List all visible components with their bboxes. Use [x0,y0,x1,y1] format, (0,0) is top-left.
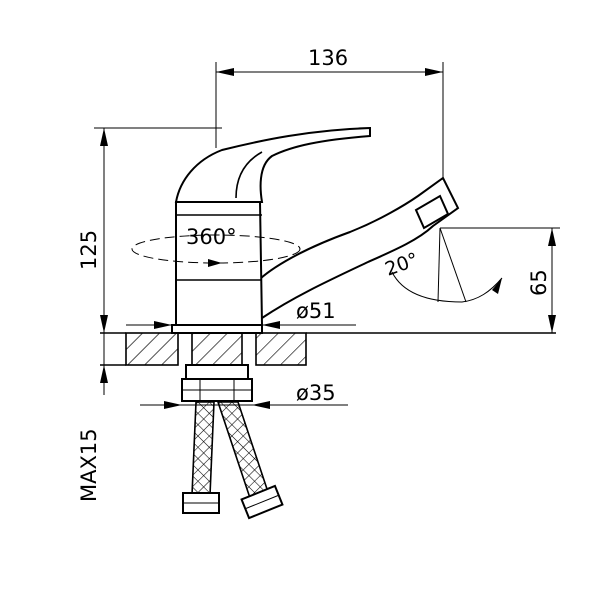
width-label: 136 [308,46,348,70]
dimension-lines [94,62,560,409]
supply-hoses [182,401,284,520]
rotation-label: 360° [186,225,237,249]
base-diameter-label: ø51 [296,299,336,323]
thread-diameter-label: ø35 [296,381,336,405]
faucet-base [171,324,263,402]
spout-height-label: 65 [527,269,551,296]
height-label: 125 [77,230,101,270]
countertop-section [100,332,556,366]
rotation-indicator [131,234,301,267]
dimension-labels: 136 125 65 ø51 ø35 MAX15 360° 20° [77,46,551,502]
max-thickness-label: MAX15 [77,428,101,502]
